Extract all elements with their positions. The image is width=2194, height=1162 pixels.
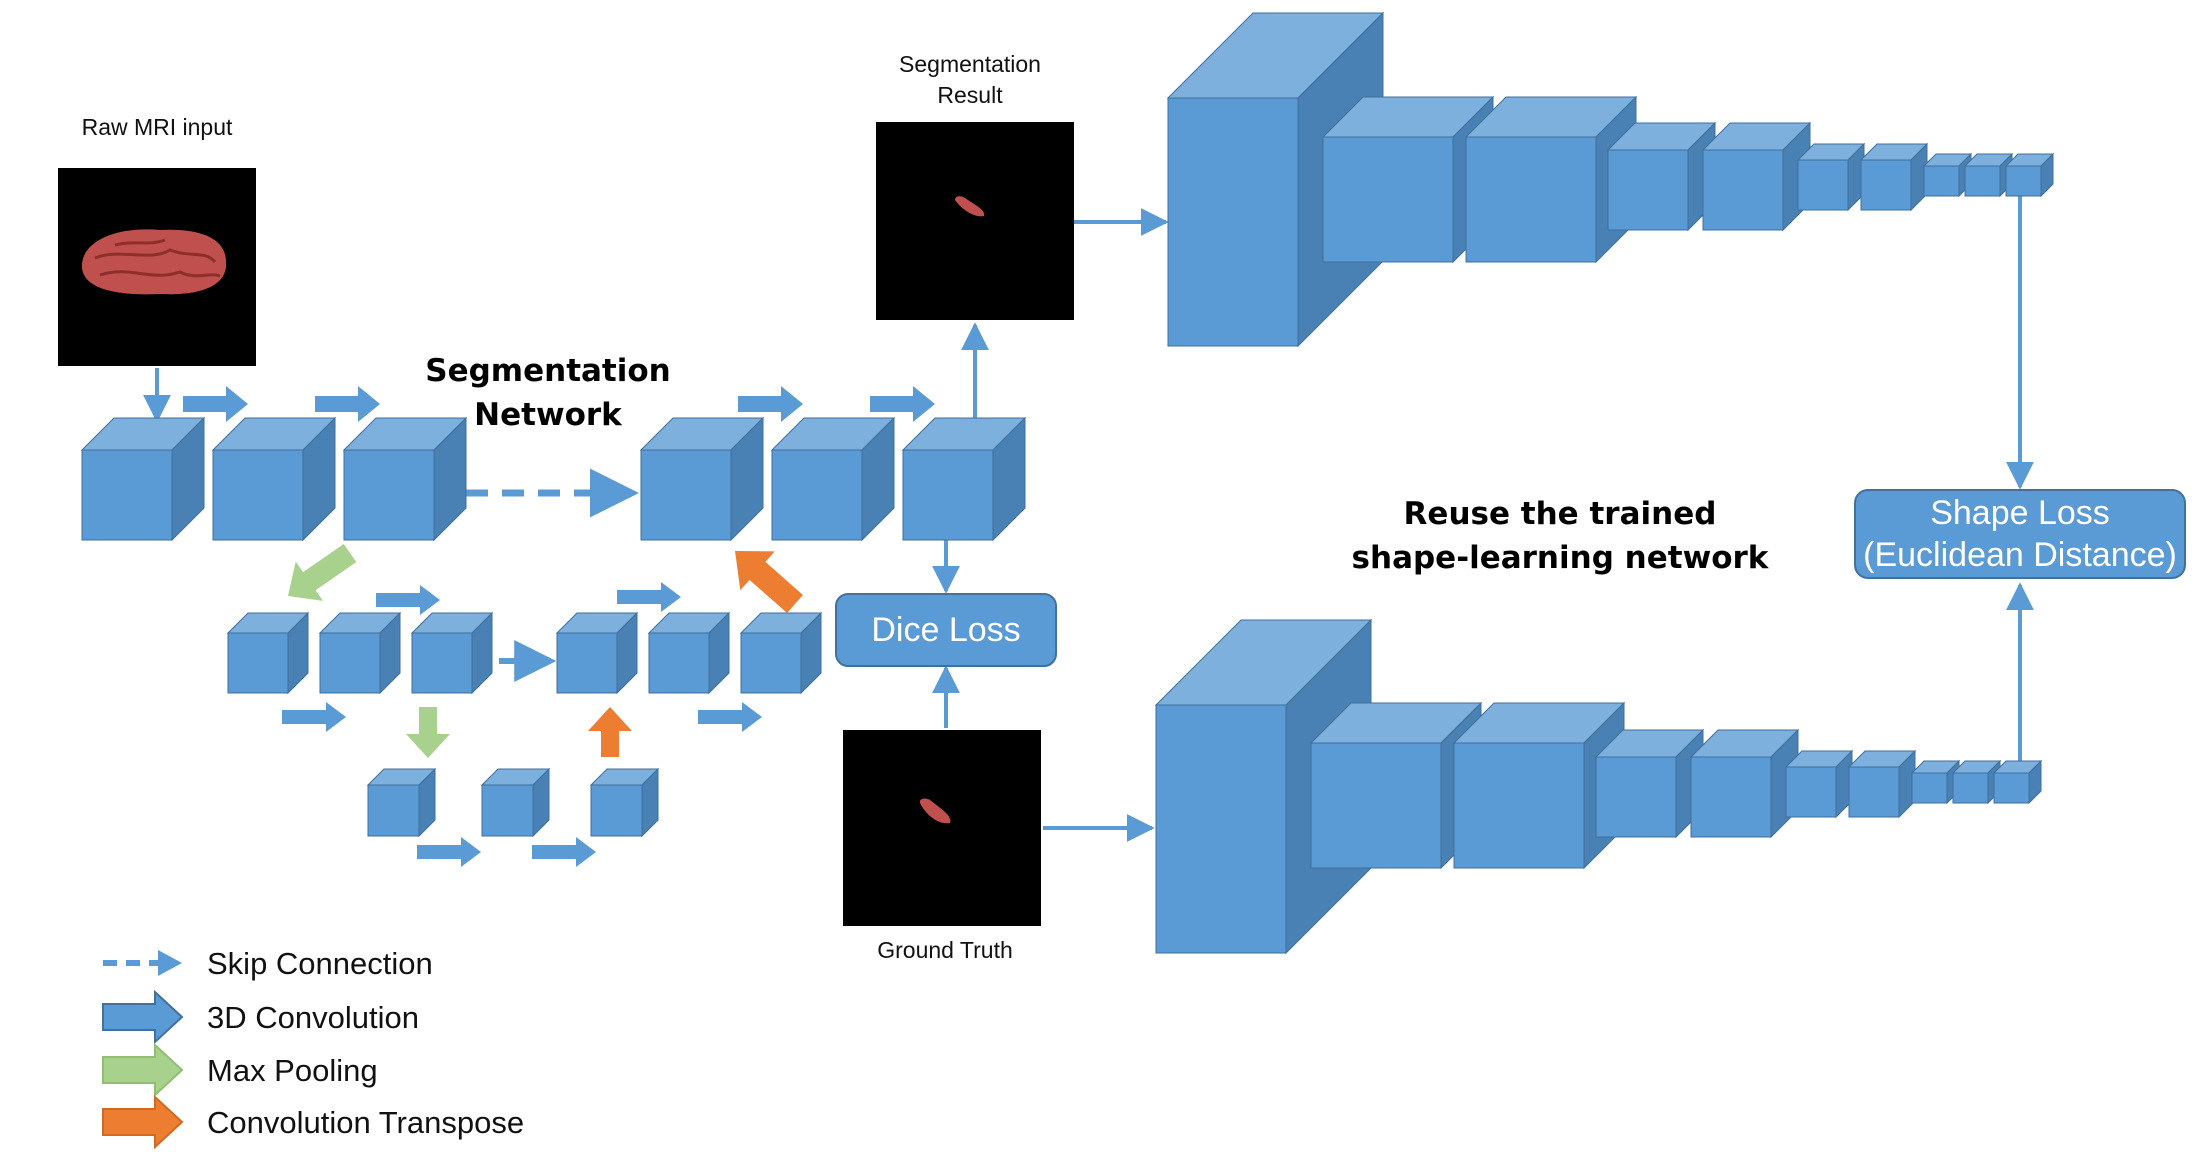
legend-conv-transpose-label: Convolution Transpose <box>207 1105 524 1140</box>
conv-arrow-enc2-top <box>376 585 440 615</box>
legend-max-pooling-icon <box>102 1042 184 1098</box>
cube-top-shape-6 <box>1796 142 1866 212</box>
cube-bottleneck-a <box>366 767 437 838</box>
conv-arrow-bottleneck-a <box>417 837 481 867</box>
raw-mri-input-label: Raw MRI input <box>82 114 233 140</box>
cube-bottom-shape-7 <box>1847 749 1917 819</box>
conv-arrow-dec1-a <box>738 386 803 422</box>
cube-enc2-b <box>318 611 402 695</box>
ground-truth-label: Ground Truth <box>877 937 1013 963</box>
cube-top-shape-5 <box>1701 121 1812 232</box>
pool-arrow-level2 <box>406 707 450 758</box>
cube-top-shape-10 <box>2004 152 2055 198</box>
cube-layers <box>80 11 2055 955</box>
legend-conv3d-label: 3D Convolution <box>207 1000 419 1035</box>
reuse-network-title: Reuse the trained <box>1404 496 1717 532</box>
segmentation-result-label-line2: Result <box>937 82 1003 108</box>
cube-dec1-b <box>770 416 896 542</box>
conv-arrow-enc1-a <box>183 386 248 422</box>
conv-arrow-enc1-b <box>315 386 380 422</box>
cube-bottom-shape-5 <box>1689 728 1800 839</box>
cube-bottom-shape-10 <box>1992 759 2043 805</box>
ground-truth-image <box>843 730 1041 926</box>
upconv-arrow-level1 <box>735 551 803 613</box>
upconv-arrow-level2 <box>588 707 632 757</box>
legend-conv-transpose-icon <box>102 1094 184 1150</box>
shape-loss-sublabel: (Euclidean Distance) <box>1863 536 2177 574</box>
connector-arrows <box>143 196 2034 842</box>
cube-bottom-shape-8 <box>1910 759 1961 805</box>
cube-bottom-shape-4 <box>1594 728 1705 839</box>
cube-dec2-b <box>647 611 731 695</box>
conv-arrow-dec2-bottom <box>698 702 762 732</box>
cube-dec2-c <box>739 611 823 695</box>
conv-arrow-enc2-bottom <box>282 702 346 732</box>
cube-enc2-a <box>226 611 310 695</box>
legend-max-pooling-label: Max Pooling <box>207 1053 378 1088</box>
legend-conv3d-icon <box>102 989 184 1045</box>
cube-enc1-b <box>211 416 337 542</box>
cube-bottleneck-c <box>589 767 660 838</box>
cube-top-shape-8 <box>1922 152 1973 198</box>
cube-bottleneck-b <box>480 767 551 838</box>
shape-loss-box: Shape Loss (Euclidean Distance) <box>1854 489 2186 579</box>
cube-enc1-a <box>80 416 206 542</box>
cube-enc1-c <box>342 416 468 542</box>
cube-dec1-c <box>901 416 1027 542</box>
conv-arrow-bottleneck-b <box>532 837 596 867</box>
segmentation-network-title-line2: Network <box>474 397 623 433</box>
cube-top-shape-9 <box>1963 152 2014 198</box>
cube-top-shape-1 <box>1166 11 1385 348</box>
segmentation-network-title: Segmentation <box>425 353 671 389</box>
cube-bottom-shape-6 <box>1784 749 1854 819</box>
dice-loss-label: Dice Loss <box>871 611 1020 649</box>
cube-top-shape-4 <box>1606 121 1717 232</box>
raw-mri-image <box>58 168 256 366</box>
conv-arrow-dec2-top <box>617 582 681 612</box>
cube-top-shape-7 <box>1859 142 1929 212</box>
segmentation-result-label: Segmentation <box>899 51 1041 77</box>
cube-dec1-a <box>639 416 765 542</box>
block-arrows <box>183 386 935 867</box>
shape-loss-label: Shape Loss <box>1930 494 2110 532</box>
segmentation-result-image <box>876 122 1074 320</box>
legend-skip-connection-label: Skip Connection <box>207 946 433 981</box>
legend-skip-connection-icon <box>103 950 182 976</box>
reuse-network-title-line2: shape-learning network <box>1352 540 1770 576</box>
conv-arrow-dec1-b <box>870 386 935 422</box>
cube-bottom-shape-9 <box>1951 759 2002 805</box>
pool-arrow-level1 <box>288 544 357 601</box>
cube-enc2-c <box>410 611 494 695</box>
cube-dec2-a <box>555 611 639 695</box>
dice-loss-box: Dice Loss <box>835 593 1057 667</box>
legend: Skip Connection 3D Convolution Max Pooli… <box>102 946 524 1150</box>
